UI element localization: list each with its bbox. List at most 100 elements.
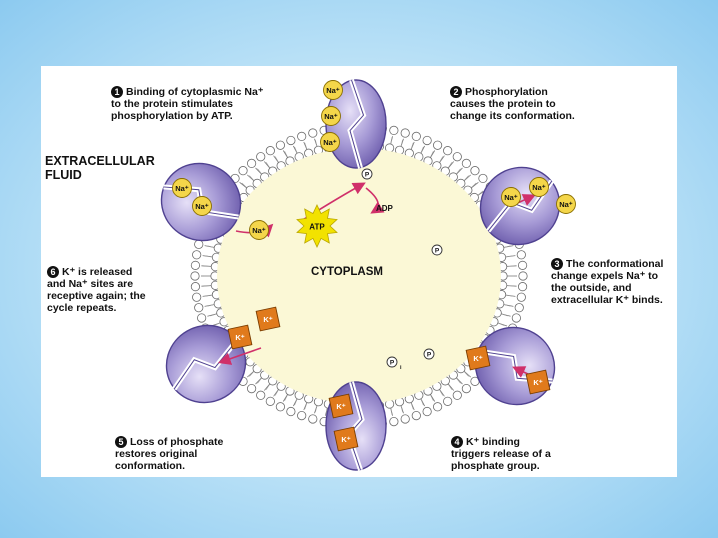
step-5-number: 5 xyxy=(115,436,127,448)
lipid-head-outer xyxy=(192,250,202,260)
potassium-ion-label: K⁺ xyxy=(263,315,272,324)
atp-molecule: ATP xyxy=(296,204,338,248)
lipid-head-outer xyxy=(297,411,307,421)
lipid-head-outer xyxy=(422,406,432,417)
lipid-head-outer xyxy=(192,292,202,302)
potassium-ion-label: K⁺ xyxy=(473,354,482,363)
sodium-ion-label: Na⁺ xyxy=(532,183,546,192)
step-2-line-2: causes the protein to xyxy=(450,98,556,110)
sodium-ion-label: Na⁺ xyxy=(175,184,189,193)
inorganic-phosphate-subscript: i xyxy=(400,365,402,371)
cytoplasm xyxy=(217,148,501,404)
sodium-potassium-pump-diagram: Na⁺Na⁺Na⁺Na⁺Na⁺Na⁺Na⁺Na⁺Na⁺K⁺K⁺K⁺K⁺K⁺K⁺P… xyxy=(160,79,576,471)
sodium-ion-body xyxy=(323,80,343,100)
sodium-ion: Na⁺ xyxy=(323,80,343,100)
lipid-head-outer xyxy=(411,131,421,141)
potassium-ion: K⁺ xyxy=(227,324,253,350)
lipid-head-outer xyxy=(194,303,204,313)
potassium-ion: K⁺ xyxy=(333,426,359,452)
potassium-ion: K⁺ xyxy=(328,393,354,419)
sodium-ion-body xyxy=(501,187,521,207)
lipid-head-outer xyxy=(247,158,257,168)
lipid-head-outer xyxy=(461,158,471,168)
sodium-ion-label: Na⁺ xyxy=(326,86,340,95)
lipid-head-outer xyxy=(256,152,266,162)
step-4-line-2: triggers release of a xyxy=(451,448,551,460)
sodium-ion: Na⁺ xyxy=(529,177,549,197)
phosphate-body xyxy=(423,348,435,360)
step-6-line-2: and Na⁺ sites are xyxy=(47,278,134,290)
step-6-line-4: cycle repeats. xyxy=(47,302,117,314)
sodium-ion-body xyxy=(556,194,576,214)
lipid-head-outer xyxy=(190,282,201,292)
sodium-ion: Na⁺ xyxy=(249,220,269,240)
lipid-head-outer xyxy=(511,313,521,323)
step-5-line-3: conformation. xyxy=(115,460,185,472)
sodium-ion-body xyxy=(249,220,269,240)
phosphate-attached: P xyxy=(361,168,373,180)
sodium-ion: Na⁺ xyxy=(172,178,192,198)
potassium-ion-body xyxy=(328,393,354,419)
inorganic-phosphate-body xyxy=(386,356,398,368)
sodium-ion-label: Na⁺ xyxy=(195,202,209,211)
lipid-head-outer xyxy=(443,146,453,156)
lipid-head-outer xyxy=(516,292,526,302)
sodium-ion-body xyxy=(172,178,192,198)
sodium-ion-label: Na⁺ xyxy=(559,200,573,209)
lipid-head-outer xyxy=(452,390,462,400)
phosphate-body xyxy=(361,168,373,180)
lipid-head-outer xyxy=(400,414,410,424)
step-6-line-3: receptive again; the xyxy=(47,290,146,302)
potassium-ion-label: K⁺ xyxy=(336,402,345,411)
lipid-head-outer xyxy=(286,135,296,146)
step-1-line-3: phosphorylation by ATP. xyxy=(111,110,233,122)
lipid-tail xyxy=(247,370,255,378)
lipid-head-outer xyxy=(422,135,432,146)
inorganic-phosphate-label: P xyxy=(390,360,395,367)
sodium-ion: Na⁺ xyxy=(556,194,576,214)
sodium-ion-label: Na⁺ xyxy=(252,226,266,235)
potassium-ion-label: K⁺ xyxy=(235,333,244,342)
pump-channel-edge xyxy=(347,381,363,471)
lipid-head-outer xyxy=(517,260,528,270)
lipid-head-outer xyxy=(297,131,307,141)
lipid-head-outer xyxy=(389,125,399,136)
lipid-tail xyxy=(470,182,479,189)
potassium-ion: K⁺ xyxy=(465,345,491,371)
lipid-head-outer xyxy=(275,140,286,150)
lipid-head-outer xyxy=(247,384,257,394)
flow-arrow xyxy=(365,187,385,214)
lipid-head-outer xyxy=(432,402,443,412)
step-3-line-3: the outside, and xyxy=(551,282,632,294)
sodium-ion: Na⁺ xyxy=(321,106,341,126)
lipid-head-outer xyxy=(197,313,207,323)
lipid-tail xyxy=(463,370,471,378)
lipid-tail xyxy=(247,174,255,182)
atp-label: ATP xyxy=(309,223,325,232)
lipid-tail xyxy=(239,182,248,189)
lipid-head-outer xyxy=(308,414,318,424)
step-5-line-2: restores original xyxy=(115,448,198,460)
lipid-head-outer xyxy=(411,411,421,421)
lipid-head-outer xyxy=(478,173,488,184)
phosphate-attached: P xyxy=(423,348,435,360)
pump-state-5 xyxy=(165,324,247,404)
cytoplasm-label: CYTOPLASM xyxy=(311,266,383,278)
sodium-ion-body xyxy=(320,132,340,152)
potassium-ion-body xyxy=(465,345,491,371)
potassium-ion-label: K⁺ xyxy=(533,378,542,387)
lipid-head-outer xyxy=(432,140,443,150)
lipid-head-outer xyxy=(514,303,524,313)
sodium-ion: Na⁺ xyxy=(320,132,340,152)
lipid-head-outer xyxy=(286,406,296,417)
